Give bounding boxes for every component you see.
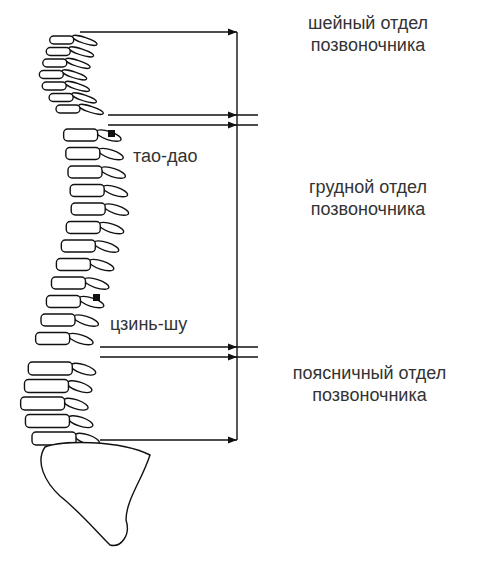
vertebral-body <box>61 240 95 252</box>
spinous-process <box>99 165 126 181</box>
spinous-process <box>71 34 98 48</box>
vertebra <box>64 128 123 144</box>
vertebra <box>36 331 95 347</box>
arrowheads <box>93 29 237 444</box>
vertebral-body <box>24 380 68 393</box>
vertebral-body <box>64 129 98 141</box>
spinous-process <box>78 294 105 310</box>
dimension-brackets <box>80 32 258 440</box>
vertebra <box>68 165 127 181</box>
vertebral-body <box>66 148 100 160</box>
vertebral-body <box>66 222 100 234</box>
vertebral-body <box>42 82 66 90</box>
sacrum <box>41 442 150 545</box>
vertebral-body <box>46 48 70 56</box>
vertebral-body <box>28 362 72 375</box>
spinous-process <box>78 103 105 117</box>
point-marker <box>93 294 100 301</box>
vertebral-body <box>36 333 70 345</box>
vertebra <box>66 220 125 236</box>
vertebral-body <box>71 203 105 215</box>
vertebral-body <box>43 59 67 67</box>
vertebra <box>51 276 110 292</box>
arrowhead <box>228 344 237 351</box>
arrowhead <box>228 29 237 36</box>
spinous-process <box>98 220 125 236</box>
spinous-process <box>66 378 94 395</box>
spinous-process <box>71 91 98 105</box>
vertebra <box>66 146 125 162</box>
extension-line <box>100 439 237 440</box>
vertebra <box>71 202 130 218</box>
spinous-process <box>93 239 120 255</box>
vertebral-body <box>68 166 102 178</box>
vertebra <box>39 68 87 82</box>
vertebra <box>25 413 94 430</box>
arrowhead <box>228 122 237 129</box>
vertebral-body <box>56 105 80 113</box>
spinous-process <box>103 202 130 218</box>
section-label: цзинь-шу <box>110 313 210 335</box>
dimension-line <box>236 32 237 440</box>
vertebra <box>56 103 104 117</box>
point-marker <box>108 130 115 137</box>
vertebra <box>56 257 115 273</box>
spinous-process <box>70 361 98 378</box>
spinous-process <box>83 276 110 292</box>
spinous-process <box>68 45 95 59</box>
vertebral-body <box>56 259 90 271</box>
vertebral-body <box>39 71 63 79</box>
spinous-process <box>102 183 129 199</box>
extension-line <box>80 31 237 32</box>
vertebra <box>24 378 93 395</box>
vertebral-body <box>49 94 73 102</box>
spinous-process <box>95 128 122 144</box>
vertebra <box>28 361 97 378</box>
vertebral-body <box>46 296 80 308</box>
section-label: шейный отдел позвоночника <box>268 12 468 56</box>
vertebra <box>42 80 90 94</box>
arrowhead <box>228 437 237 444</box>
spinous-process <box>67 331 94 347</box>
vertebral-body <box>70 185 104 197</box>
spinous-process <box>88 257 115 273</box>
spinous-process <box>64 80 91 94</box>
vertebral-body <box>25 415 69 428</box>
vertebra <box>41 313 100 329</box>
vertebra <box>46 294 105 310</box>
vertebral-body <box>41 314 75 326</box>
vertebra <box>43 57 91 71</box>
spinous-process <box>61 68 88 82</box>
spinous-process <box>65 57 92 71</box>
vertebral-body <box>51 277 85 289</box>
vertebra <box>21 396 90 413</box>
spinous-process <box>97 146 124 162</box>
vertebra <box>46 45 94 59</box>
spine-drawing <box>21 34 150 546</box>
section-label: тао-дао <box>133 145 223 167</box>
arrowhead <box>228 112 237 119</box>
spinous-process <box>62 396 90 413</box>
section-label: поясничный отдел позвоночника <box>262 362 477 406</box>
spinous-process <box>67 413 95 430</box>
vertebral-body <box>50 36 74 44</box>
vertebra <box>70 183 129 199</box>
spinous-process <box>72 313 99 329</box>
section-label: грудной отдел позвоночника <box>268 176 468 220</box>
arrowhead <box>228 354 237 361</box>
vertebra <box>61 239 120 255</box>
vertebra <box>49 91 97 105</box>
vertebral-body <box>21 397 65 410</box>
vertebra <box>50 34 98 48</box>
